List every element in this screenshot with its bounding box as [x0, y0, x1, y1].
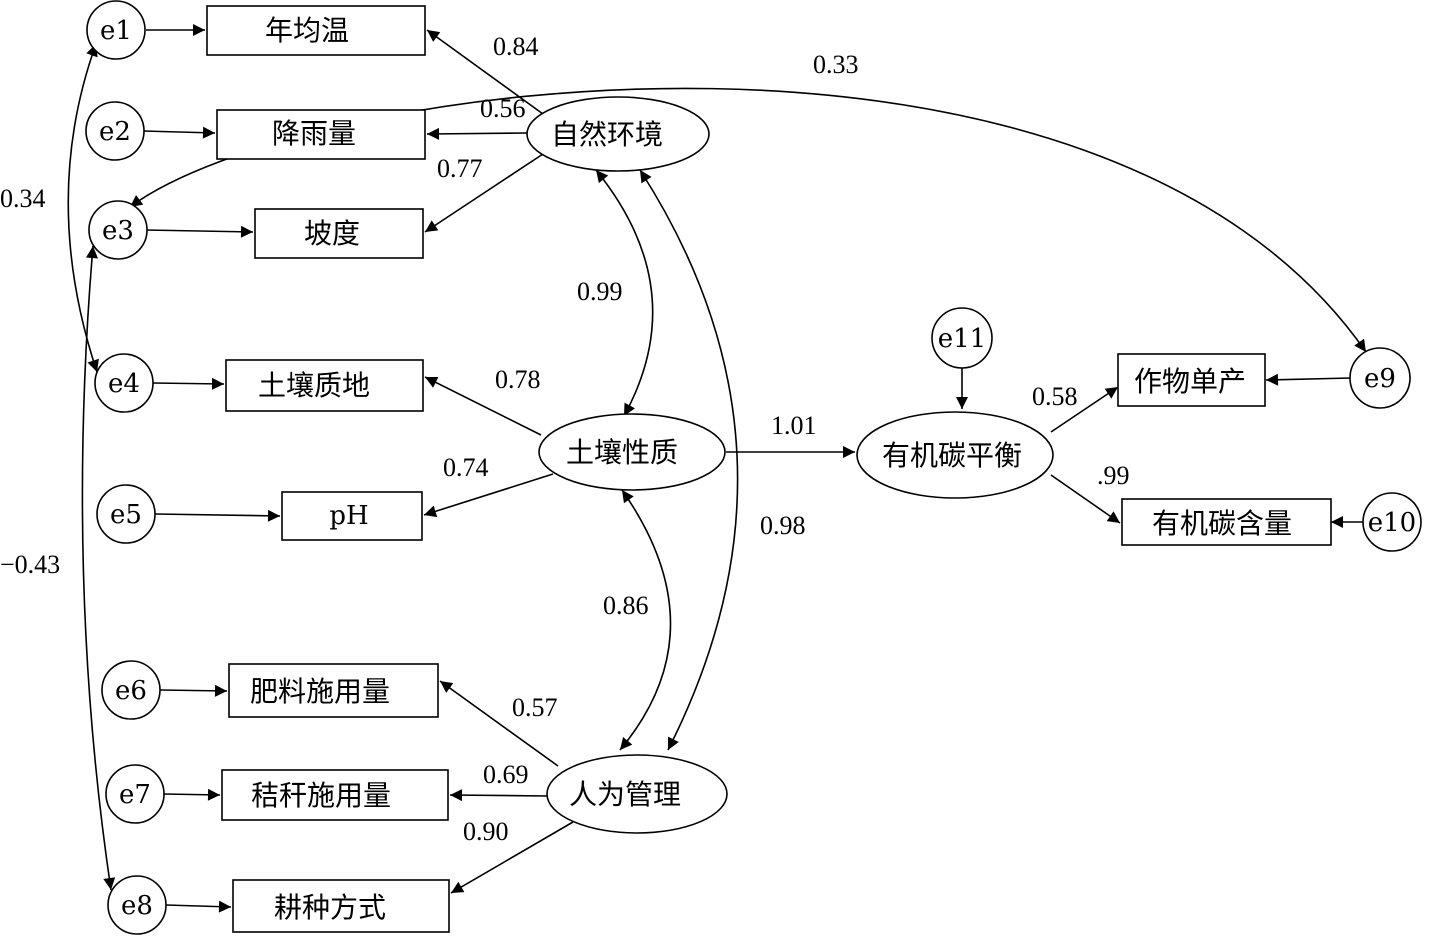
error-e11-label: e11	[938, 324, 986, 354]
coef-soil-human: 0.86	[603, 591, 649, 620]
error-e1: e1	[86, 0, 146, 60]
error-e3: e3	[88, 200, 148, 260]
latent-carbon-label: 有机碳平衡	[882, 439, 1022, 472]
coef-nat-temp: 0.84	[493, 32, 539, 61]
e8-arrow	[165, 900, 232, 913]
latent-natural: 自然环境	[526, 96, 710, 172]
latent-soil: 土壤性质	[538, 413, 726, 491]
coef-soil-carbon: 1.01	[771, 411, 817, 440]
indicator-temp: 年均温	[206, 5, 426, 56]
indicator-slope: 坡度	[254, 208, 424, 259]
e6-arrow	[159, 684, 228, 697]
soil-human-covariance	[619, 489, 672, 751]
coef-carbon-yield: 0.58	[1032, 382, 1078, 411]
latent-carbon: 有机碳平衡	[856, 411, 1054, 499]
human-straw-path	[449, 789, 549, 802]
error-e10-label: e10	[1368, 508, 1416, 538]
latent-human: 人为管理	[546, 754, 728, 834]
human-fert-path	[439, 680, 559, 767]
e3-e8-covariance	[81, 245, 116, 891]
error-terms: e1 e2 e3 e4 e5 e6 e7 e8	[85, 0, 1422, 935]
indicator-rain-label: 降雨量	[272, 117, 356, 150]
error-e8-label: e8	[121, 891, 153, 921]
latent-variables: 自然环境 土壤性质 人为管理 有机碳平衡	[526, 96, 1054, 834]
indicator-yield: 作物单产	[1117, 353, 1266, 407]
coef-nat-slope: 0.77	[437, 154, 483, 183]
error-e7-label: e7	[119, 780, 151, 810]
carbon-soc-path	[1050, 474, 1121, 524]
indicator-fert: 肥料施用量	[228, 663, 439, 718]
coef-human-straw: 0.69	[483, 760, 529, 789]
error-e1-label: e1	[100, 16, 132, 46]
indicator-soc: 有机碳含量	[1121, 498, 1332, 546]
coefficient-labels: 0.84 0.56 0.77 0.99 0.78 0.74 1.01 0.98 …	[0, 32, 1130, 846]
latent-natural-label: 自然环境	[551, 118, 663, 151]
error-e10: e10	[1362, 492, 1422, 552]
soil-texture-path	[424, 376, 542, 436]
latent-soil-label: 土壤性质	[566, 436, 678, 469]
e1-e4-covariance	[67, 43, 99, 373]
coef-soil-texture: 0.78	[495, 365, 541, 394]
indicator-fert-label: 肥料施用量	[250, 675, 390, 708]
coef-e3-e8: −0.43	[0, 550, 60, 579]
indicator-straw-label: 秸秆施用量	[251, 779, 391, 812]
error-e6-label: e6	[115, 676, 147, 706]
coef-nat-rain: 0.56	[480, 94, 526, 123]
coef-soil-ph: 0.74	[443, 453, 489, 482]
e5-arrow	[154, 509, 281, 522]
e7-arrow	[163, 788, 221, 801]
error-e4: e4	[94, 353, 154, 413]
error-e6: e6	[101, 660, 161, 720]
error-e3-label: e3	[102, 216, 134, 246]
error-e9: e9	[1349, 347, 1411, 409]
error-e5: e5	[96, 484, 156, 544]
indicator-temp-label: 年均温	[265, 14, 349, 47]
indicator-yield-label: 作物单产	[1134, 365, 1246, 398]
indicator-straw: 秸秆施用量	[221, 769, 449, 821]
indicator-texture: 土壤质地	[225, 359, 424, 412]
carbon-yield-path	[1050, 386, 1119, 433]
error-e4-label: e4	[108, 369, 140, 399]
e9-arrow	[1265, 373, 1352, 386]
indicator-till: 耕种方式	[232, 879, 450, 933]
coef-carbon-soc: .99	[1097, 461, 1130, 490]
e3-arrow	[145, 225, 254, 238]
coef-human-till: 0.90	[463, 817, 509, 846]
error-e5-label: e5	[110, 500, 142, 530]
indicator-ph: pH	[281, 491, 423, 541]
error-e9-label: e9	[1364, 364, 1396, 394]
indicator-slope-label: 坡度	[304, 217, 360, 250]
indicator-texture-label: 土壤质地	[258, 369, 370, 402]
soil-ph-path	[423, 473, 554, 518]
coef-nat-human: 0.98	[760, 511, 806, 540]
indicator-till-label: 耕种方式	[274, 891, 386, 924]
natural-temp-path	[426, 29, 544, 115]
indicator-boxes: 年均温 降雨量 坡度 土壤质地 pH 肥料施用量 秸秆施用量 耕种方式	[206, 5, 1332, 933]
human-till-path	[450, 821, 574, 894]
error-e2-label: e2	[99, 117, 131, 147]
paths	[67, 24, 1367, 913]
indicator-rain: 降雨量	[216, 109, 426, 160]
coef-human-fert: 0.57	[512, 693, 558, 722]
coef-nat-soil: 0.99	[577, 277, 623, 306]
error-e2: e2	[85, 101, 145, 161]
indicator-ph-label: pH	[329, 501, 368, 531]
coef-e3-e9: 0.33	[813, 50, 859, 79]
latent-human-label: 人为管理	[569, 778, 681, 811]
e2-arrow	[142, 126, 216, 139]
error-e7: e7	[105, 764, 165, 824]
error-e11: e11	[931, 307, 993, 369]
error-e8: e8	[107, 875, 167, 935]
coef-e1-e4: 0.34	[0, 184, 46, 213]
e4-arrow	[152, 377, 225, 390]
natural-rain-path	[426, 127, 528, 140]
indicator-soc-label: 有机碳含量	[1152, 507, 1292, 540]
